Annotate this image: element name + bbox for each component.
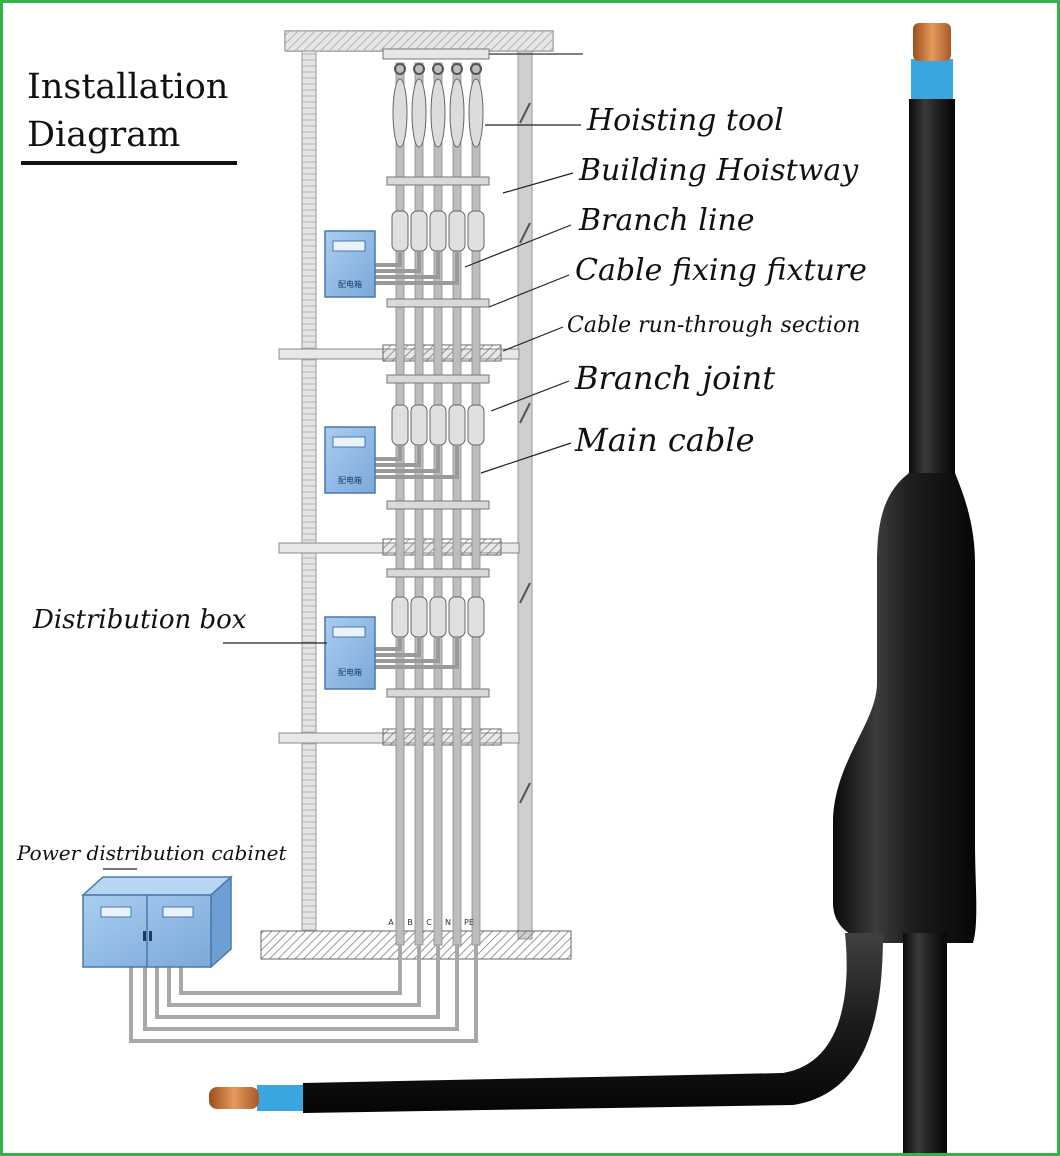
- box-1-text: 配电箱: [338, 279, 362, 289]
- branch-joints-floor-3: [391, 596, 485, 638]
- label-cable-fixing-fixture: Cable fixing fixture: [575, 253, 867, 288]
- label-branch-joint: Branch joint: [575, 359, 776, 397]
- phase-a-label: A: [388, 918, 394, 927]
- hoist-beam: [382, 48, 490, 60]
- label-distribution-box: Distribution box: [33, 605, 247, 635]
- label-cable-run-through: Cable run-through section: [567, 313, 861, 338]
- ceiling-slab: [284, 30, 554, 52]
- phase-n-label: N: [445, 918, 451, 927]
- right-rail: [517, 50, 533, 940]
- box-2-text: 配电箱: [338, 475, 362, 485]
- box-3-text: 配电箱: [338, 667, 362, 677]
- title-line-2: Diagram: [27, 115, 181, 155]
- label-hoisting-tool: Hoisting tool: [587, 103, 784, 138]
- power-distribution-cabinet: [81, 875, 233, 969]
- feeder-cables: [129, 945, 478, 1043]
- hoisting-tools: [392, 63, 484, 148]
- phase-b-label: B: [407, 918, 413, 927]
- branch-lines: [375, 251, 459, 669]
- cable-fixtures: [386, 176, 490, 698]
- branch-joints-floor-1: [391, 210, 485, 252]
- leader-lines: [103, 124, 581, 870]
- distribution-box-3: 配电箱: [324, 616, 376, 690]
- phase-pe-label: PE: [464, 918, 474, 927]
- branch-joint-product: [209, 23, 977, 1153]
- branch-joints-floor-2: [391, 404, 485, 446]
- phase-c-label: C: [426, 918, 432, 927]
- label-main-cable: Main cable: [575, 421, 755, 459]
- label-power-distribution-cabinet: Power distribution cabinet: [17, 841, 287, 865]
- distribution-box-1: 配电箱: [324, 230, 376, 298]
- title-line-1: Installation: [27, 67, 229, 107]
- distribution-box-2: 配电箱: [324, 426, 376, 494]
- phase-labels: A B C N PE: [388, 918, 474, 927]
- label-building-hoistway: Building Hoistway: [579, 153, 859, 188]
- left-rail: [301, 50, 317, 932]
- diagram-title: Installation Diagram: [27, 63, 228, 159]
- label-branch-line: Branch line: [579, 203, 755, 238]
- installation-diagram: 配电箱 配电箱 配电箱 A B C N PE: [81, 23, 977, 1153]
- title-underline: [21, 161, 237, 165]
